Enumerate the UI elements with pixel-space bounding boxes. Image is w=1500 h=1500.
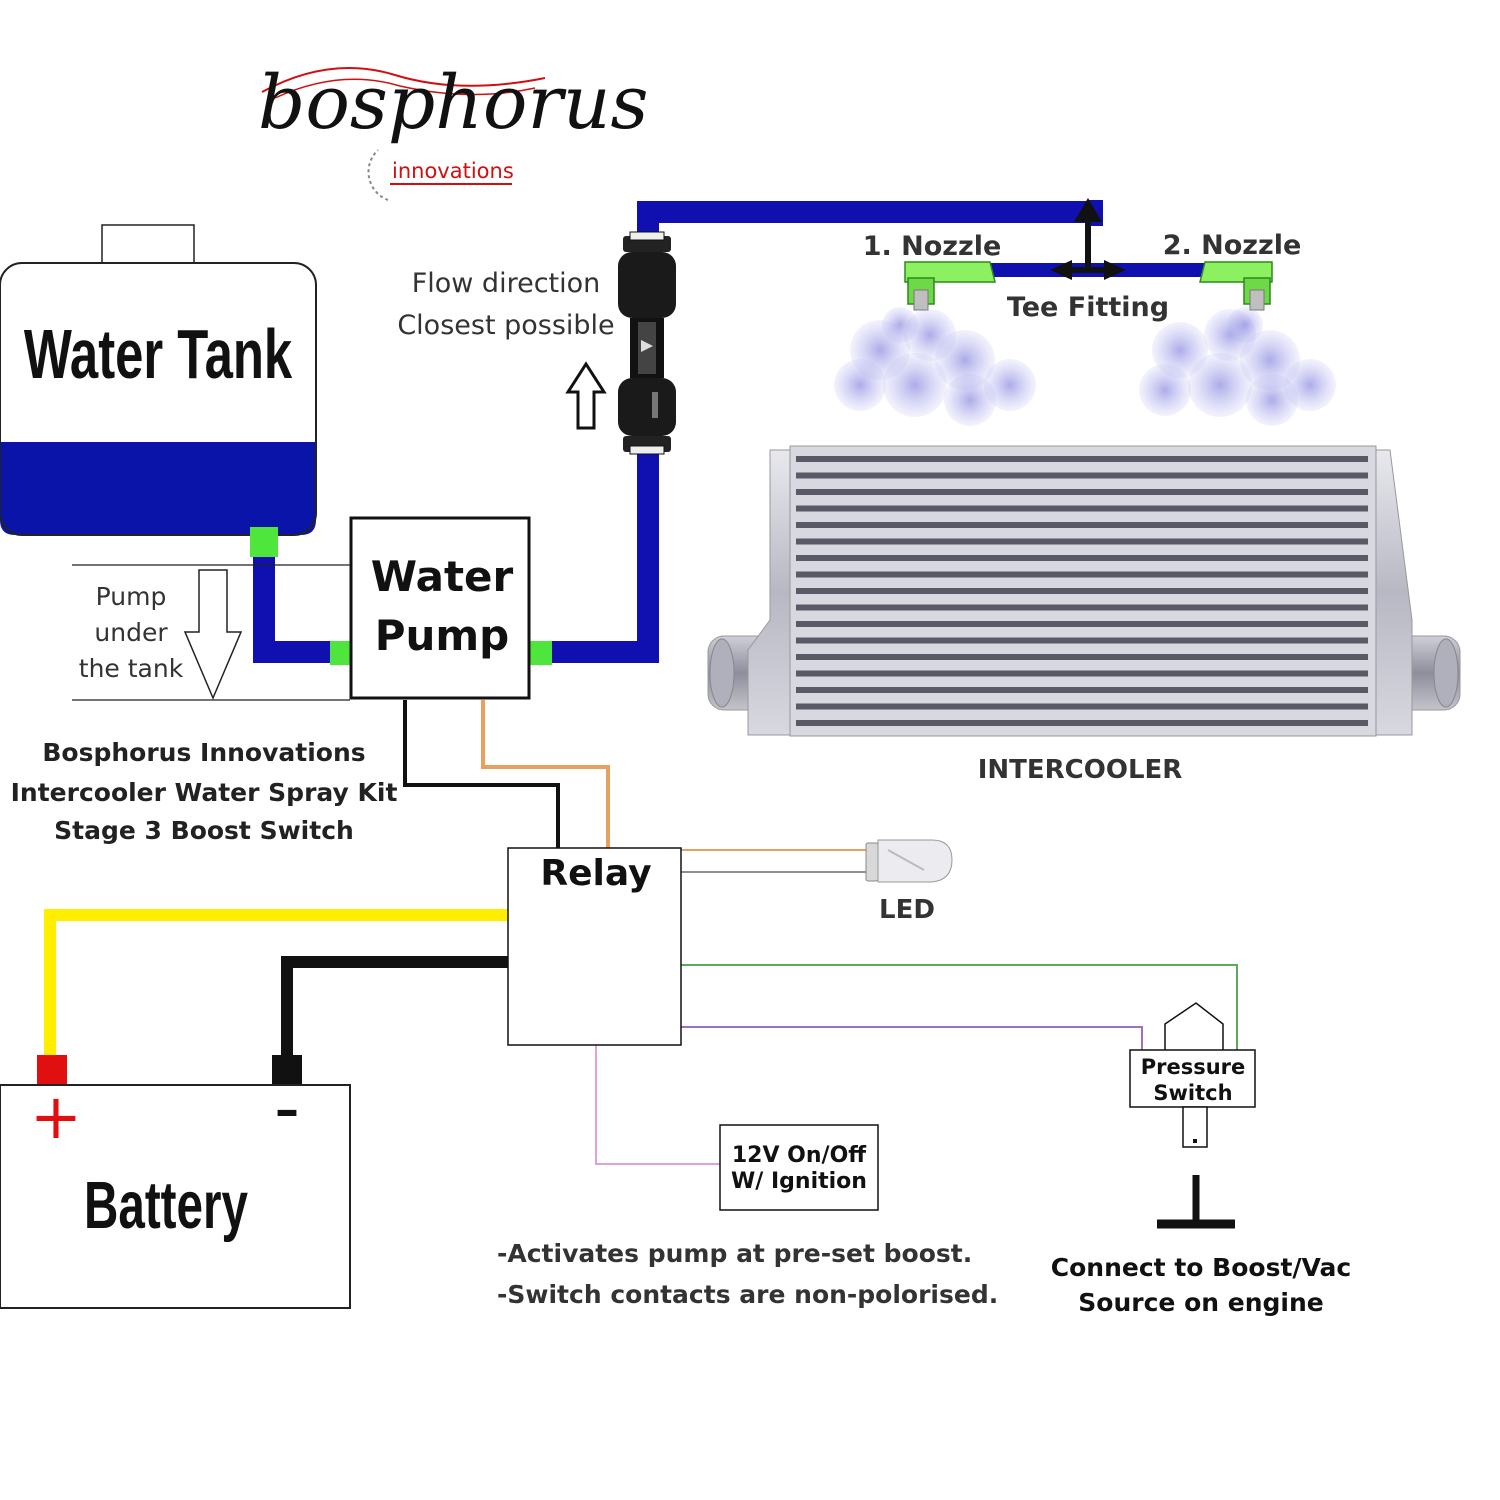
logo: bosphorus innovations <box>258 60 649 201</box>
kit-title-line3: Stage 3 Boost Switch <box>54 816 354 845</box>
intercooler-fin-row <box>796 538 1368 545</box>
intercooler-fin-row <box>796 505 1368 512</box>
hose-tank-to-pump <box>253 555 340 663</box>
logo-bridge-arc <box>261 67 546 93</box>
flow-arrow-icon <box>565 361 607 430</box>
logo-subtitle: innovations <box>392 159 514 183</box>
inline-check-valve-icon <box>618 231 676 455</box>
intercooler-fin-row <box>796 571 1368 578</box>
tank-cap <box>101 224 195 264</box>
ignition-label-line1: 12V On/Off <box>732 1143 867 1168</box>
intercooler-fin-row <box>796 670 1368 677</box>
battery-plus-sign: + <box>30 1080 82 1153</box>
ignition-box <box>719 1124 879 1211</box>
intercooler-fin-row <box>796 637 1368 644</box>
pump-inlet-fitting <box>330 641 352 665</box>
tank-label: Water Tank <box>24 315 292 393</box>
water-pump-label-line2: Pump <box>375 611 510 660</box>
pressure-switch-label-line2: Switch <box>1153 1081 1232 1105</box>
led-bulb-icon <box>865 839 953 883</box>
pump-under-line3: the tank <box>79 654 184 683</box>
relay-label: Relay <box>540 853 651 894</box>
wiring <box>44 700 1238 1165</box>
battery-body <box>0 1084 351 1309</box>
intercooler-fin-row <box>796 703 1368 710</box>
pump-positive-wire <box>481 700 610 848</box>
relay-box <box>507 847 682 1046</box>
connect-label-line2: Source on engine <box>1078 1288 1323 1317</box>
nozzle-2: 2. Nozzle <box>1163 230 1302 311</box>
intercooler-fins <box>796 456 1368 726</box>
pressure-switch-contacts <box>1164 1002 1224 1050</box>
intercooler-fin-row <box>796 621 1368 627</box>
tank-water <box>0 442 316 535</box>
nozzle-icon <box>904 261 996 311</box>
battery-positive-wire <box>44 909 508 1058</box>
battery-positive-terminal <box>37 1055 67 1085</box>
spray-mist-icon <box>1139 307 1336 426</box>
tee-fitting-label: Tee Fitting <box>1007 292 1169 323</box>
down-arrow-icon <box>183 569 243 700</box>
pump-ground-wire <box>403 700 560 848</box>
intercooler-fin-row <box>796 687 1368 693</box>
intercooler-fin-row <box>796 489 1368 495</box>
battery-ground-wire <box>281 956 508 1058</box>
ignition-wire <box>595 1045 720 1165</box>
pump-under-line2: under <box>94 618 168 647</box>
intercooler-fin-row <box>796 456 1368 462</box>
flow-label-line1: Flow direction <box>412 268 601 299</box>
water-pump-box <box>349 516 531 700</box>
intercooler-fin-row <box>796 654 1368 660</box>
battery-label: Battery <box>84 1168 248 1243</box>
intercooler-fin-row <box>796 522 1368 528</box>
switch-wire-green <box>681 964 1238 1050</box>
connect-label-line1: Connect to Boost/Vac <box>1051 1253 1351 1282</box>
pump-outlet-fitting <box>530 641 552 665</box>
note-line2: -Switch contacts are non-polorised. <box>497 1280 998 1309</box>
intercooler-fin-row <box>796 604 1368 611</box>
switch-wire-purple <box>681 1026 1143 1050</box>
pump-under-line1: Pump <box>96 582 167 611</box>
flow-label-line2: Closest possible <box>397 310 614 341</box>
tee-fitting-arrows <box>1050 198 1126 280</box>
nozzle-1-label: 1. Nozzle <box>863 231 1002 262</box>
water-pump-label-line1: Water <box>371 552 514 601</box>
nozzle-1: 1. Nozzle <box>863 231 1002 311</box>
pressure-switch: Pressure Switch <box>1129 1002 1256 1229</box>
intercooler <box>707 445 1461 737</box>
led-label: LED <box>879 895 935 925</box>
battery-minus-sign: – <box>275 1082 299 1138</box>
ignition-label-line2: W/ Ignition <box>731 1169 867 1194</box>
battery: + – Battery <box>0 1055 351 1309</box>
kit-title-line1: Bosphorus Innovations <box>42 738 365 767</box>
battery-negative-terminal <box>272 1055 302 1085</box>
intercooler-fin-row <box>796 588 1368 594</box>
intercooler-fin-row <box>796 472 1368 479</box>
intercooler-label: INTERCOOLER <box>978 755 1183 785</box>
pressure-switch-label-line1: Pressure <box>1141 1055 1246 1079</box>
logo-gauge-arc <box>367 149 389 201</box>
nozzle-2-label: 2. Nozzle <box>1163 230 1302 261</box>
intercooler-fin-row <box>796 555 1368 561</box>
spray-mist-icon <box>834 307 1036 426</box>
tank-outlet-fitting <box>250 527 278 557</box>
logo-wordmark: bosphorus <box>258 60 649 146</box>
hose-pump-to-valve <box>540 450 659 663</box>
logo-bridge-arc-2 <box>274 78 536 99</box>
kit-title-line2: Intercooler Water Spray Kit <box>11 778 398 807</box>
pump-height-note: Pump under the tank <box>72 564 350 701</box>
tank-body <box>0 262 317 536</box>
nozzle-icon <box>1199 261 1273 311</box>
water-tank: Water Tank <box>0 224 317 536</box>
note-line1: -Activates pump at pre-set boost. <box>497 1239 972 1268</box>
intercooler-fin-row <box>796 720 1368 726</box>
